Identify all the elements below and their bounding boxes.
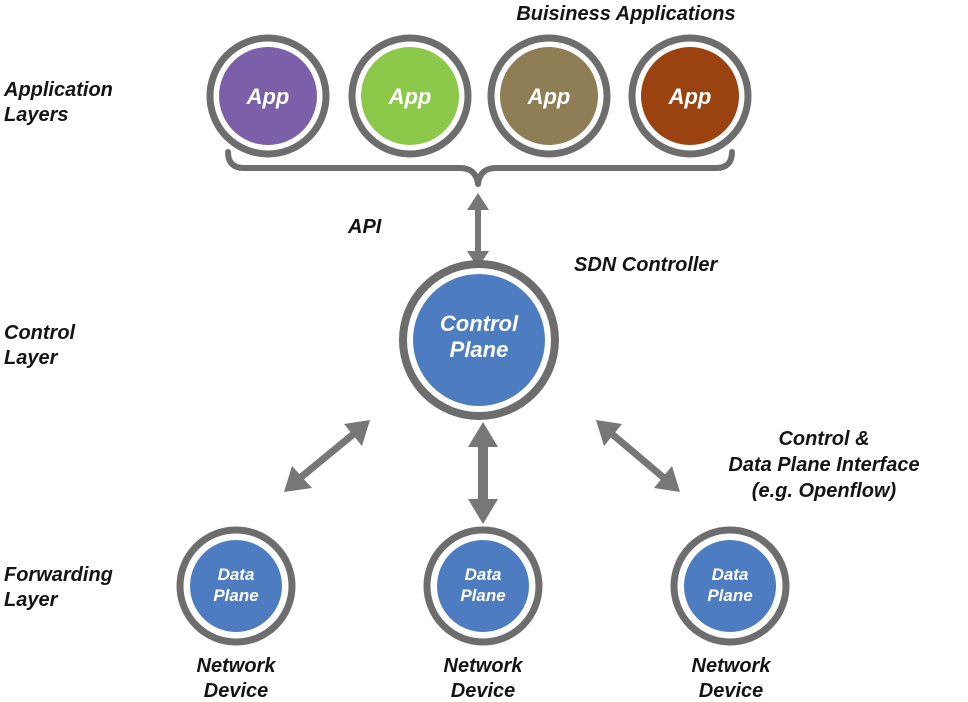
control-layer-label: Control Layer bbox=[4, 322, 76, 369]
data-plane-label-line1: Data bbox=[218, 565, 255, 584]
app-node-fill bbox=[500, 47, 598, 145]
svg-text:Layer: Layer bbox=[4, 589, 59, 611]
app-node-fill bbox=[361, 47, 459, 145]
app-group-brace bbox=[225, 149, 735, 187]
interface-label: Control & Data Plane Interface (e.g. Ope… bbox=[728, 428, 919, 502]
svg-text:Control &: Control & bbox=[778, 428, 869, 450]
app-node-fill bbox=[219, 47, 317, 145]
data-plane-fill bbox=[190, 540, 282, 632]
network-device-label: Network Device bbox=[692, 655, 772, 702]
svg-text:Forwarding: Forwarding bbox=[4, 564, 113, 586]
svg-text:Network: Network bbox=[444, 655, 524, 677]
data-plane-label-line1: Data bbox=[465, 565, 502, 584]
sdn-controller-label: SDN Controller bbox=[574, 254, 719, 276]
southbound-arrow-right bbox=[596, 420, 680, 492]
app-node-label: App bbox=[388, 84, 432, 109]
svg-text:Control: Control bbox=[4, 322, 76, 344]
app-node: App bbox=[206, 34, 330, 158]
api-label: API bbox=[347, 216, 382, 238]
svg-text:Layers: Layers bbox=[4, 104, 69, 126]
business-applications-title: Buisiness Applications bbox=[516, 3, 735, 25]
data-plane-label-line2: Plane bbox=[460, 586, 505, 605]
api-arrow bbox=[467, 193, 489, 268]
svg-text:(e.g. Openflow): (e.g. Openflow) bbox=[752, 480, 897, 502]
forwarding-layer-label: Forwarding Layer bbox=[4, 564, 113, 611]
control-plane-fill bbox=[413, 274, 545, 406]
data-plane-node: Data Plane bbox=[423, 526, 543, 646]
svg-text:Network: Network bbox=[197, 655, 277, 677]
app-node: App bbox=[348, 34, 472, 158]
app-node-label: App bbox=[668, 84, 712, 109]
data-plane-label-line2: Plane bbox=[707, 586, 752, 605]
data-plane-node: Data Plane bbox=[176, 526, 296, 646]
control-plane-label-line1: Control bbox=[440, 311, 519, 336]
data-plane-label-line1: Data bbox=[712, 565, 749, 584]
svg-text:Device: Device bbox=[699, 680, 764, 702]
svg-text:Network: Network bbox=[692, 655, 772, 677]
app-node: App bbox=[487, 34, 611, 158]
svg-text:Application: Application bbox=[3, 79, 113, 101]
app-node-fill bbox=[641, 47, 739, 145]
southbound-arrow-center bbox=[468, 422, 498, 524]
data-plane-fill bbox=[437, 540, 529, 632]
svg-text:Layer: Layer bbox=[4, 347, 59, 369]
app-node-label: App bbox=[527, 84, 571, 109]
svg-text:Device: Device bbox=[451, 680, 516, 702]
app-node: App bbox=[628, 34, 752, 158]
svg-text:Data Plane Interface: Data Plane Interface bbox=[728, 454, 919, 476]
data-plane-fill bbox=[684, 540, 776, 632]
data-plane-label-line2: Plane bbox=[213, 586, 258, 605]
network-device-label: Network Device bbox=[197, 655, 277, 702]
southbound-arrow-left bbox=[284, 420, 370, 492]
control-plane-label-line2: Plane bbox=[450, 337, 509, 362]
control-plane-node: Control Plane bbox=[399, 260, 559, 420]
application-layer-label: Application Layers bbox=[3, 79, 113, 126]
network-device-label: Network Device bbox=[444, 655, 524, 702]
data-plane-node: Data Plane bbox=[670, 526, 790, 646]
app-node-label: App bbox=[246, 84, 290, 109]
svg-text:Device: Device bbox=[204, 680, 269, 702]
